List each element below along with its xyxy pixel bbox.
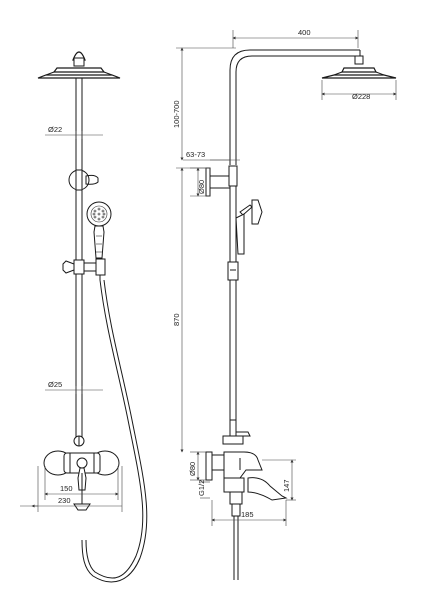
dim-spout-reach-label: 185 [241, 510, 254, 519]
height-range-dimension: 100-700 [172, 47, 236, 161]
slide-holder-side [227, 261, 239, 281]
dim-clamp-range-label: 63-73 [186, 150, 205, 159]
dim-outer-width-label: 230 [58, 496, 71, 505]
lower-pipe-front [75, 400, 83, 440]
slide-holder-front [62, 258, 106, 280]
spout-reach-dimension: 185 [211, 500, 287, 526]
mixer-diverter-front [73, 435, 85, 447]
shower-hose-front [81, 279, 148, 583]
upper-wall-bracket-side [205, 165, 238, 197]
shower-head-front [37, 51, 121, 79]
thread-dimension: G1/2 [197, 480, 210, 499]
hand-shower-side [235, 199, 263, 255]
shower-hose-side [233, 516, 239, 580]
arm-length-dimension: 400 [232, 28, 359, 48]
dim-pipe-lower-label: Ø25 [48, 380, 62, 389]
inner-width-dimension: 150 [44, 466, 119, 500]
hand-shower-front [86, 201, 112, 259]
side-view: 400 Ø228 100-700 63-73 [172, 28, 397, 580]
dim-bar-height-label: 870 [172, 313, 181, 326]
flange-lower-dimension: Ø80 [188, 451, 206, 481]
spout-height-dimension: 147 [262, 459, 296, 501]
dim-arm-length-label: 400 [298, 28, 311, 37]
riser-pipe-side [229, 186, 237, 420]
dim-head-diameter-label: Ø228 [352, 92, 370, 101]
front-view: Ø22 [20, 51, 148, 583]
shower-head-side [321, 55, 397, 79]
bath-mixer-side [205, 419, 288, 517]
pipe-diameter-lower-dimension: Ø25 [45, 380, 103, 394]
dim-flange-lower-label: Ø80 [188, 462, 197, 476]
upper-pipe-front [75, 78, 83, 400]
dim-spout-height-label: 147 [282, 479, 291, 492]
clamp-range-dimension: 63-73 [183, 150, 240, 161]
bar-height-dimension: 870 [172, 167, 210, 453]
head-diameter-dimension: Ø228 [321, 80, 397, 101]
diverter-knob-front [68, 169, 99, 191]
dim-flange-upper-label: Ø80 [197, 180, 206, 194]
dim-pipe-upper-label: Ø22 [48, 125, 62, 134]
outer-width-dimension: 230 [20, 466, 123, 512]
pipe-diameter-upper-dimension: Ø22 [45, 125, 103, 139]
shower-arm-side [229, 49, 361, 165]
dim-inner-width-label: 150 [60, 484, 73, 493]
dim-thread-label: G1/2 [197, 480, 206, 496]
bath-mixer-front [43, 450, 120, 511]
dim-height-range-label: 100-700 [172, 100, 181, 128]
